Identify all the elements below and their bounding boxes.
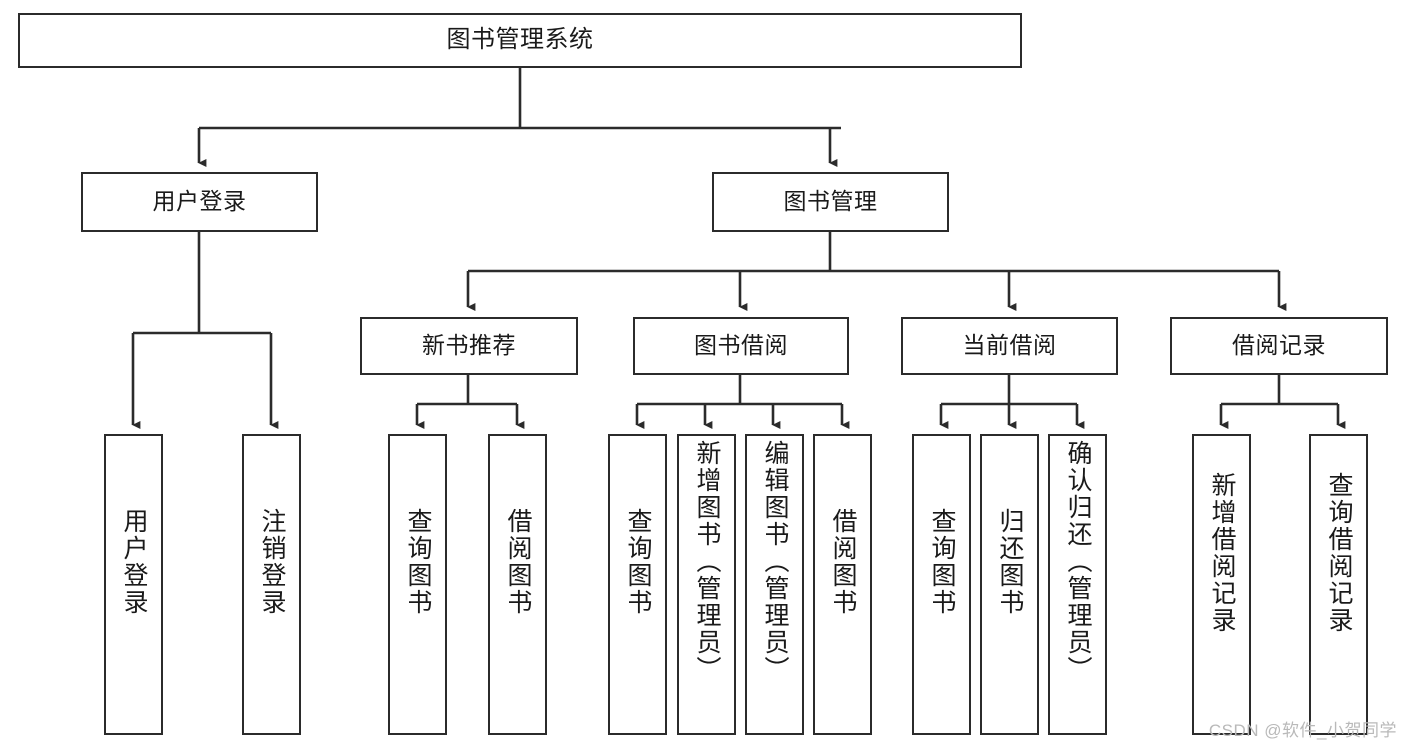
- node-current-borrow[interactable]: 当前借阅: [901, 317, 1118, 375]
- node-label: 确认归还（管理员）: [1064, 440, 1092, 683]
- node-borrow-record[interactable]: 借阅记录: [1170, 317, 1388, 375]
- leaf-query-book-recommend[interactable]: 查询图书: [388, 434, 447, 735]
- node-root-book-management-system[interactable]: 图书管理系统: [18, 13, 1022, 68]
- leaf-logout-login[interactable]: 注销登录: [242, 434, 301, 735]
- node-label: 当前借阅: [962, 332, 1057, 359]
- node-book-borrow[interactable]: 图书借阅: [633, 317, 849, 375]
- node-label: 新增借阅记录: [1208, 472, 1236, 634]
- leaf-user-login[interactable]: 用户登录: [104, 434, 163, 735]
- node-book-management[interactable]: 图书管理: [712, 172, 949, 232]
- node-label: 查询图书: [624, 508, 652, 616]
- node-label: 归还图书: [996, 508, 1024, 616]
- leaf-query-borrow-record[interactable]: 查询借阅记录: [1309, 434, 1368, 735]
- leaf-add-book-admin[interactable]: 新增图书（管理员）: [677, 434, 736, 735]
- leaf-query-book-current[interactable]: 查询图书: [912, 434, 971, 735]
- node-label: 查询图书: [404, 508, 432, 616]
- node-user-login[interactable]: 用户登录: [81, 172, 318, 232]
- leaf-borrow-book-recommend[interactable]: 借阅图书: [488, 434, 547, 735]
- leaf-query-book-borrow[interactable]: 查询图书: [608, 434, 667, 735]
- leaf-add-borrow-record[interactable]: 新增借阅记录: [1192, 434, 1251, 735]
- node-label: 图书管理: [783, 188, 878, 215]
- node-label: 图书管理系统: [446, 26, 594, 54]
- node-label: 图书借阅: [694, 332, 788, 359]
- node-label: 用户登录: [120, 508, 148, 616]
- node-label: 注销登录: [258, 508, 286, 616]
- leaf-edit-book-admin[interactable]: 编辑图书（管理员）: [745, 434, 804, 735]
- node-label: 新增图书（管理员）: [693, 440, 721, 683]
- node-label: 编辑图书（管理员）: [761, 440, 789, 683]
- node-label: 查询借阅记录: [1325, 472, 1353, 634]
- node-new-book-recommend[interactable]: 新书推荐: [360, 317, 578, 375]
- leaf-return-book[interactable]: 归还图书: [980, 434, 1039, 735]
- leaf-borrow-book-borrow[interactable]: 借阅图书: [813, 434, 872, 735]
- node-label: 用户登录: [152, 188, 247, 215]
- node-label: 查询图书: [928, 508, 956, 616]
- watermark-text: CSDN @软件_小贺同学: [1208, 721, 1397, 740]
- leaf-confirm-return-admin[interactable]: 确认归还（管理员）: [1048, 434, 1107, 735]
- node-label: 新书推荐: [422, 332, 516, 359]
- node-label: 借阅记录: [1232, 332, 1326, 359]
- node-label: 借阅图书: [829, 508, 857, 616]
- node-label: 借阅图书: [504, 508, 532, 616]
